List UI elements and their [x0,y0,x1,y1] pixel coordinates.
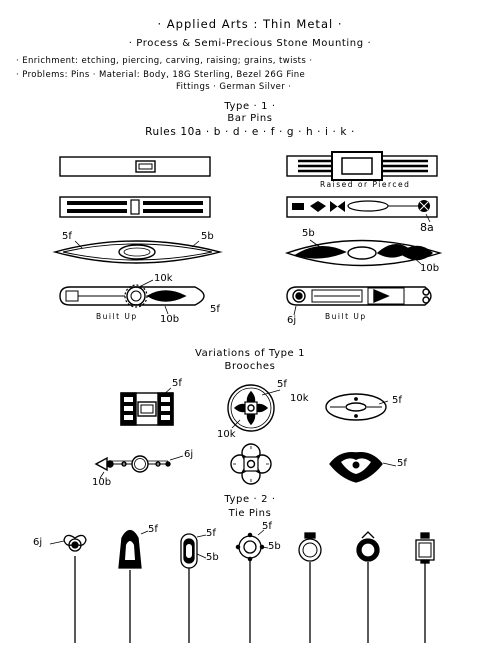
label-10k-built-up: 10k [154,273,173,284]
brooch-quatrefoil-drawing [230,443,272,485]
label-5f-bar-oval: 5f [62,231,72,242]
label-5f-tie-pin-oval: 5f [206,528,216,539]
brooch-ellipse-drawing [325,393,389,421]
label-6j-brooch-ball: 6j [184,449,194,460]
label-5f-tie-pin-circle: 5f [262,521,272,532]
label-10b-brooch-ball: 10b [92,477,112,488]
brooch-heart-drawing [329,452,397,483]
raised-or-pierced-label: Raised or Pierced [320,180,411,189]
plate-title: · Applied Arts : Thin Metal · [157,17,343,31]
label-10k-brooch-circle-right: 10k [290,393,309,404]
label-5b-bar-leaf: 5b [302,228,315,239]
label-5f-tie-pin-arch: 5f [148,524,158,535]
type1-subheading: Bar Pins [227,113,273,124]
bar-pin-raised-drawing [286,151,438,181]
problems-line-1: · Problems: Pins · Material: Body, 18G S… [16,70,306,80]
process-line: · Process & Semi-Precious Stone Mounting… [128,38,372,49]
type1-heading: Type · 1 · [224,101,276,112]
label-5b-tie-pin-circle: 5b [268,541,281,552]
bar-pin-built-up-2-drawing [286,286,432,316]
label-5f-brooch-rect: 5f [172,378,182,389]
label-5f-brooch-ellipse: 5f [392,395,402,406]
label-10k-brooch-circle-left: 10k [217,429,236,440]
label-5b-tie-pin-oval: 5b [206,552,219,563]
label-10b-built-up: 10b [160,314,180,325]
label-5f-brooch-heart: 5f [397,458,407,469]
bar-pin-oval-drawing [52,240,223,264]
bar-pin-2-drawing [59,196,211,218]
label-10b-bar-leaf: 10b [420,263,440,274]
label-8a: 8a [420,221,434,234]
brooch-ball-drawing [94,455,184,479]
variations-heading: Variations of Type 1 [194,348,306,359]
type2-subheading: Tie Pins [228,508,272,519]
bar-pin-1-drawing [59,156,211,177]
type2-heading: Type · 2 · [224,494,276,505]
problems-line-2: Fittings · German Silver · [176,82,292,92]
built-up-label-2: Built Up [325,312,367,321]
type1-rules: Rules 10a · b · d · e · f · g · h · i · … [145,126,355,138]
label-5f-built-up: 5f [210,304,220,315]
bar-pin-leaf-drawing [284,239,443,267]
label-5b-bar-oval: 5b [201,231,214,242]
label-6j-tie-pin: 6j [33,537,43,548]
brooch-circle-drawing [227,384,281,432]
brooch-rect-drawing [120,387,174,426]
label-6j-built-up: 6j [287,315,297,326]
tie-pins-drawing [49,529,435,643]
variations-subheading: Brooches [224,361,276,372]
built-up-label-1: Built Up [96,312,138,321]
enrichment-line: · Enrichment: etching, piercing, carving… [16,56,313,66]
bar-pin-8a-drawing [286,196,438,223]
bar-pin-built-up-1-drawing [59,279,205,315]
label-5f-brooch-circle: 5f [277,379,287,390]
